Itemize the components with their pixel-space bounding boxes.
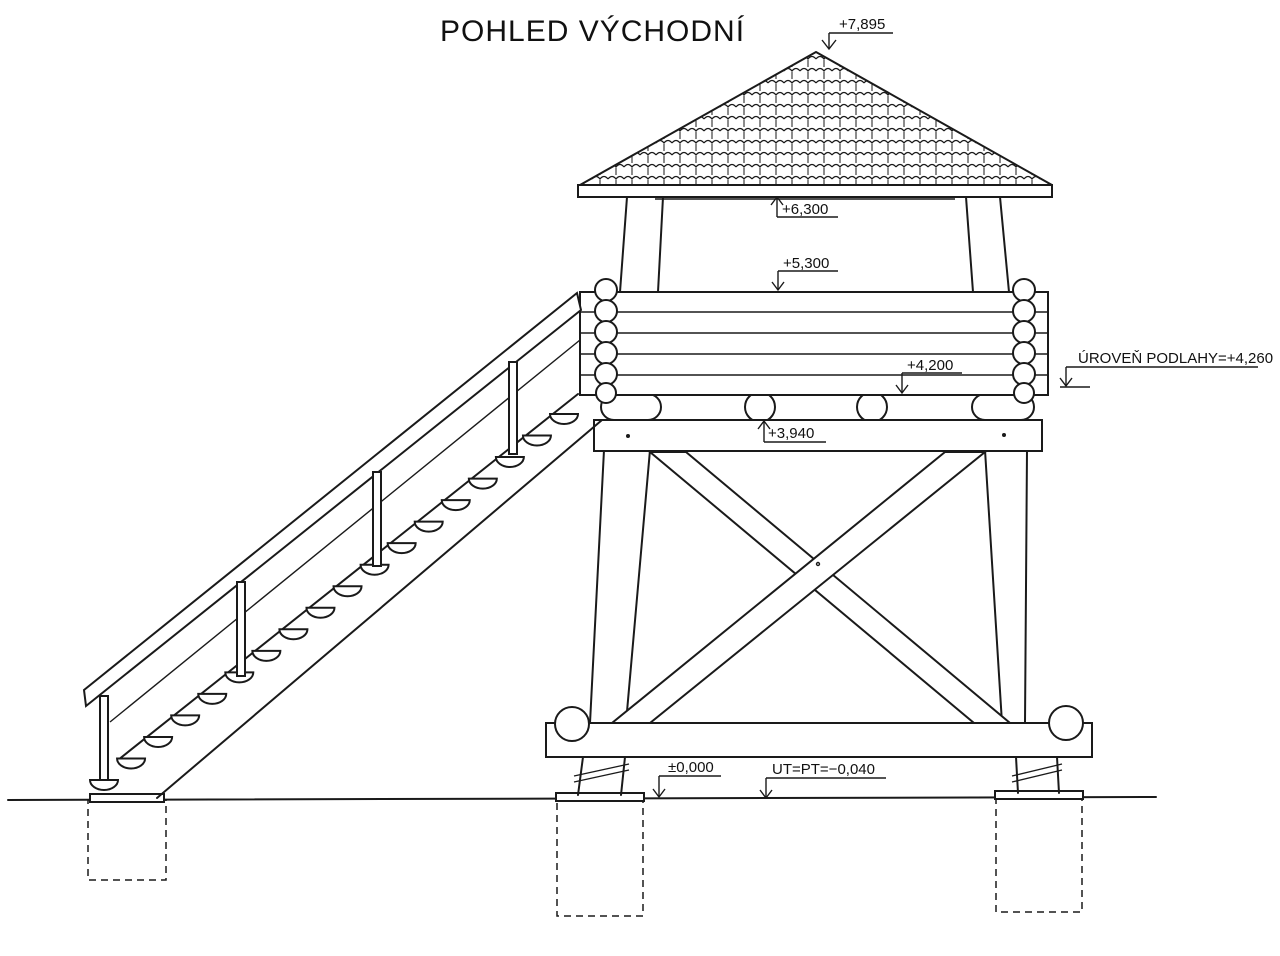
railing-post-1	[99, 695, 109, 781]
log-ends-right	[1012, 278, 1036, 404]
foundation-left	[556, 797, 644, 917]
label-ground-zero: ±0,000	[668, 759, 714, 776]
foundation-right	[995, 795, 1083, 913]
label-wall-bottom: +4,200	[907, 357, 953, 374]
roof	[577, 51, 1053, 200]
stair-stringer-top	[117, 393, 579, 761]
tower-posts	[588, 449, 1029, 724]
elevation-markers: +7,895 +6,300 +5,300 ÚROVEŇ PODLAHY=+4,2…	[652, 16, 1273, 800]
railing-post-2	[236, 581, 246, 677]
staircase	[82, 291, 603, 799]
stair-tread	[251, 649, 282, 662]
railing-post-3	[372, 471, 382, 567]
stair-tread	[224, 671, 255, 684]
stair-tread	[170, 714, 201, 727]
cross-bracing	[609, 451, 1013, 724]
stair-tread	[521, 434, 552, 447]
stair-stringer-bottom	[156, 419, 603, 799]
stair-tread	[494, 456, 525, 469]
elevation-wall-top: +5,300	[771, 255, 838, 292]
stair-tread	[386, 542, 417, 555]
foundation-stair	[87, 799, 167, 881]
stair-tread	[305, 606, 336, 619]
elevation-roof-base: +6,300	[770, 195, 838, 218]
elevation-wall-bottom: +4,200	[895, 357, 962, 395]
elevation-beam: +3,940	[757, 419, 826, 443]
upper-posts	[618, 196, 1011, 293]
post-stubs	[573, 756, 1063, 796]
top-beam	[593, 419, 1043, 452]
label-terrain: UT=PT=−0,040	[772, 761, 875, 778]
footing-left	[555, 792, 645, 802]
brace-diagonal-a	[647, 451, 1013, 724]
stair-tread	[116, 757, 147, 770]
stair-tread	[467, 477, 498, 490]
log-wall	[579, 278, 1049, 404]
foundations	[87, 790, 1084, 917]
railing-post-4	[508, 361, 518, 455]
post-right	[983, 449, 1029, 724]
elevation-roof-peak: +7,895	[821, 16, 893, 51]
roof-tiles	[579, 51, 1053, 186]
upper-post-left	[618, 196, 665, 293]
stair-tread	[413, 520, 444, 533]
stair-tread	[332, 585, 363, 598]
label-wall-top: +5,300	[783, 255, 829, 272]
upper-post-right	[964, 196, 1011, 293]
label-floor-level: ÚROVEŇ PODLAHY=+4,260	[1078, 350, 1273, 367]
handrail	[82, 291, 583, 708]
stair-tread	[440, 499, 471, 512]
elevation-floor-level: ÚROVEŇ PODLAHY=+4,260	[1059, 350, 1273, 388]
label-roof-base: +6,300	[782, 201, 828, 218]
stair-tread	[548, 413, 580, 425]
roof-eave	[577, 184, 1053, 198]
stair-tread	[278, 628, 309, 641]
footing-stair	[89, 793, 165, 803]
stair-tread	[88, 779, 120, 791]
stair-railing	[82, 291, 583, 781]
stair-tread	[359, 563, 390, 576]
stair-treads	[88, 413, 580, 791]
floor-log-ends	[600, 391, 1035, 423]
label-roof-peak: +7,895	[839, 16, 885, 33]
elevation-ground-zero: ±0,000	[652, 759, 721, 799]
drawing-title: POHLED VÝCHODNÍ	[440, 15, 745, 48]
elevation-terrain: UT=PT=−0,040	[759, 761, 886, 800]
base-beam	[545, 705, 1093, 758]
log-ends-left	[594, 278, 618, 404]
footing-right	[994, 790, 1084, 800]
label-beam: +3,940	[768, 425, 814, 442]
stair-tread	[143, 735, 174, 748]
stair-tread	[197, 692, 228, 705]
post-left	[588, 449, 652, 724]
